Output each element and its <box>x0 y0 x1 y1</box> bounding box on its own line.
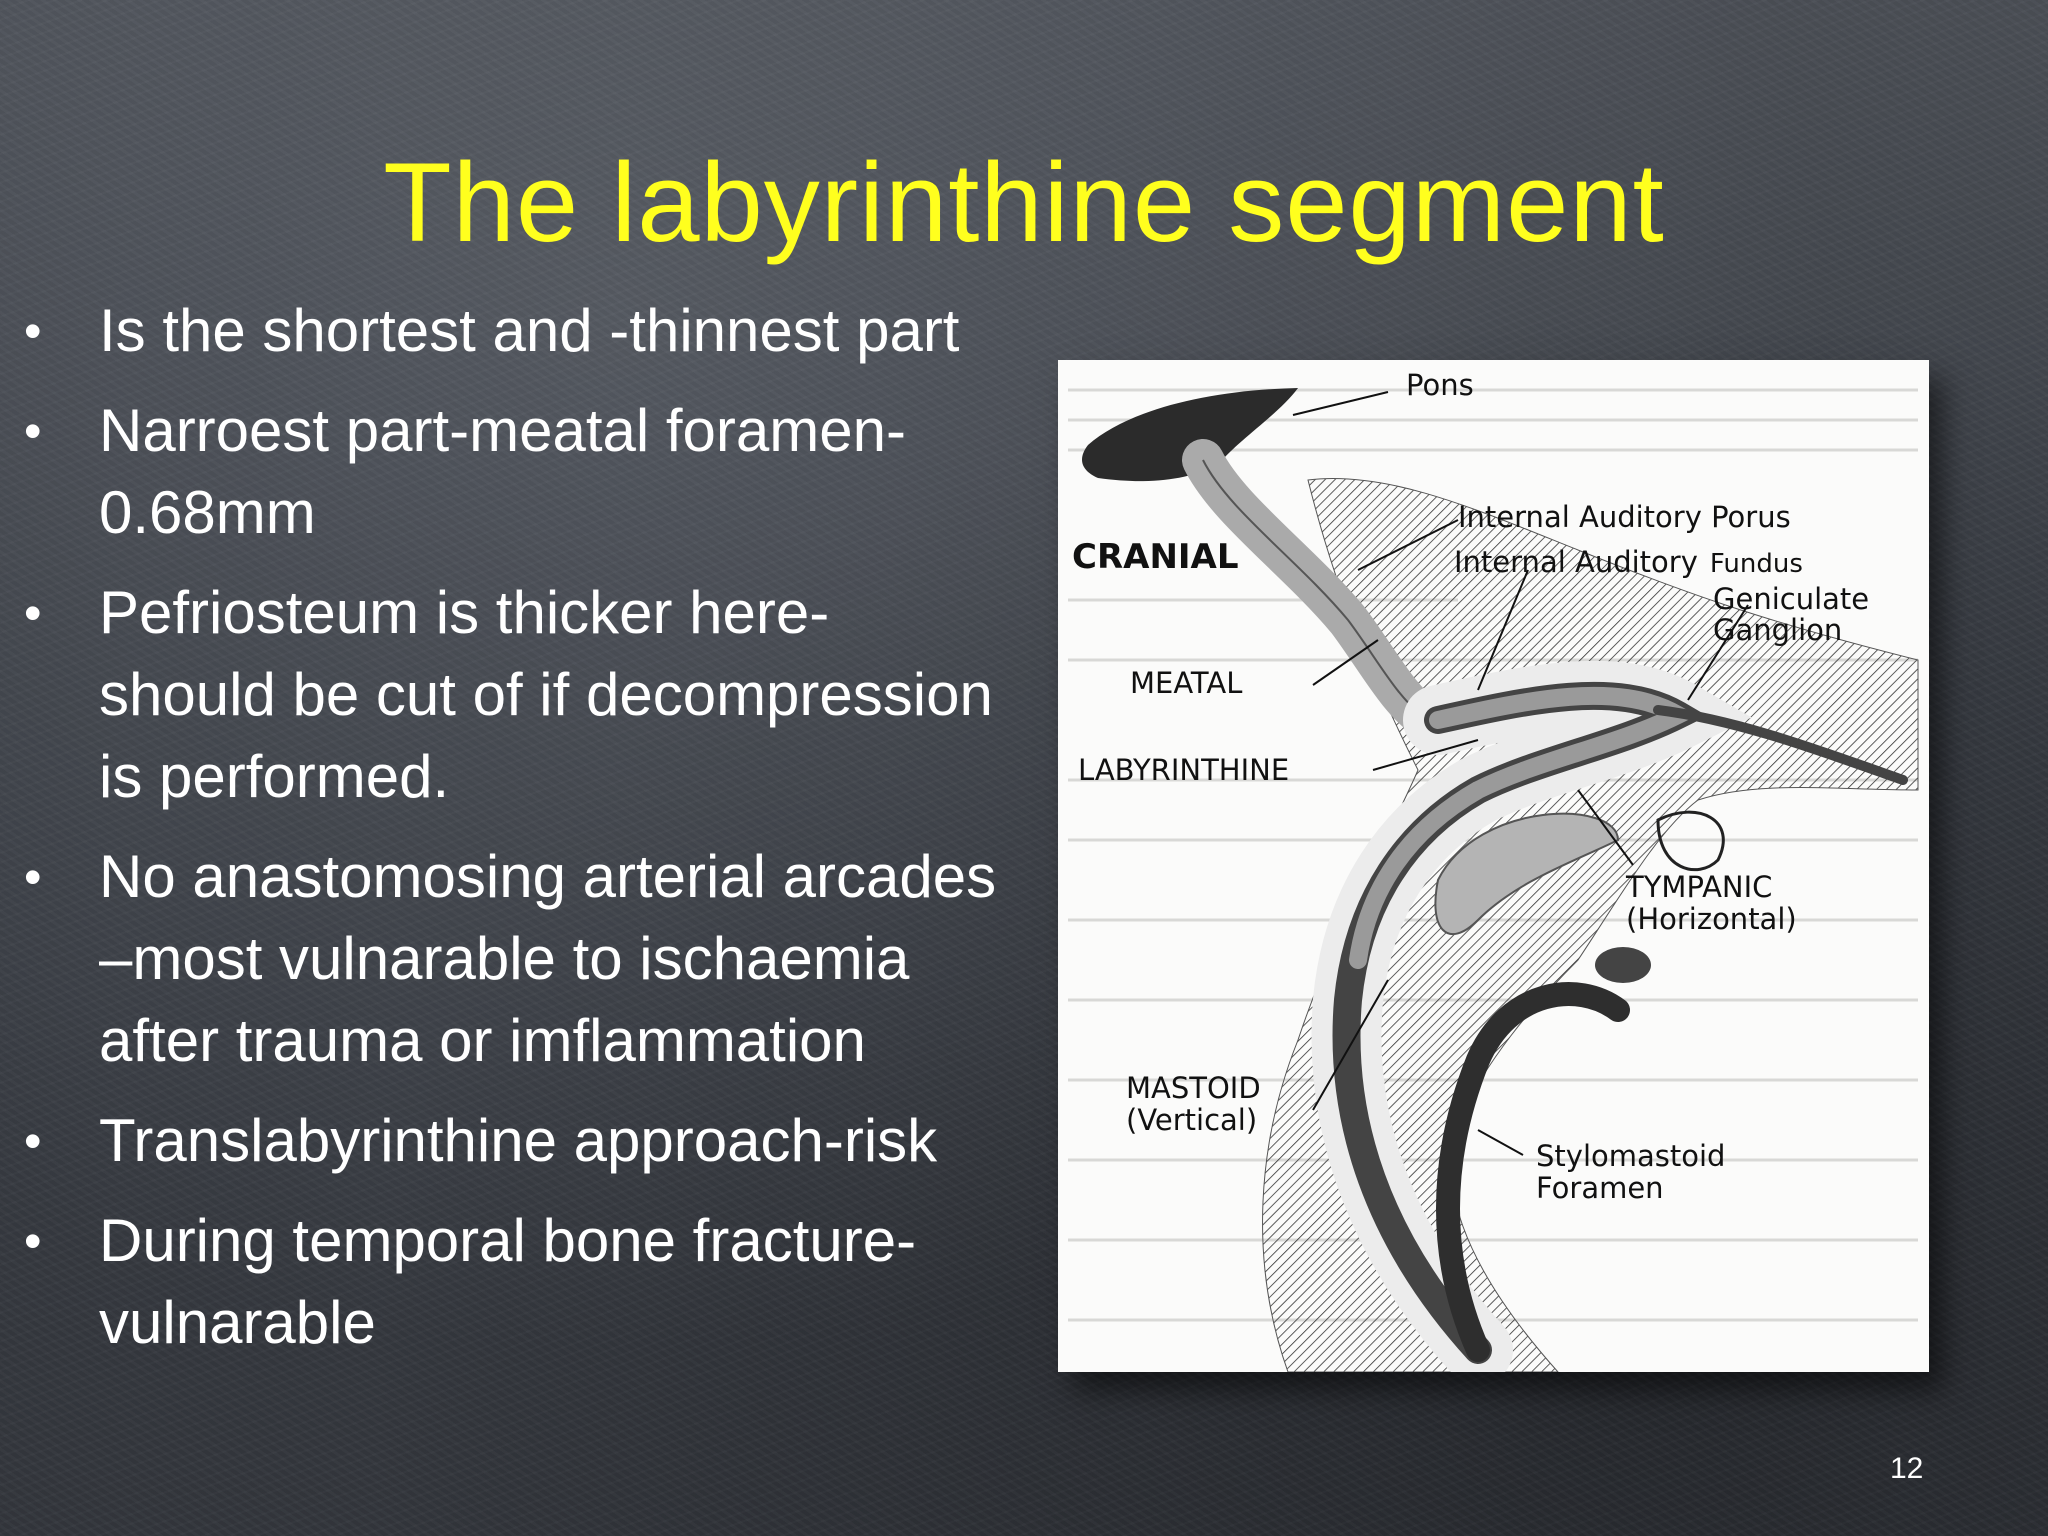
bullet-icon: • <box>24 403 42 459</box>
bullet-text: No anastomosing arterial arcades –most v… <box>99 843 997 1074</box>
bullet-icon: • <box>24 1113 42 1169</box>
label-foramen: Foramen <box>1536 1171 1664 1205</box>
bullet-icon: • <box>24 849 42 905</box>
slide-number: 12 <box>1890 1452 1924 1485</box>
ossicle-shape <box>1656 810 1725 871</box>
diagram-svg: Pons CRANIAL Internal Auditory Porus Int… <box>1068 368 1919 1372</box>
label-cranial: CRANIAL <box>1072 537 1239 577</box>
leader-lines <box>1292 391 1749 1156</box>
label-meatal: MEATAL <box>1130 666 1242 700</box>
chorda-branch <box>1436 982 1630 1362</box>
tympanic-bone-lobe <box>1434 812 1620 936</box>
label-pons: Pons <box>1406 368 1474 402</box>
facial-nerve-diagram: Pons CRANIAL Internal Auditory Porus Int… <box>1058 360 1929 1372</box>
geniculate-branch <box>1653 705 1908 785</box>
bullet-text: During temporal bone fracture-vulnarable <box>99 1207 917 1356</box>
bullet-item: • During temporal bone fracture-vulnarabl… <box>20 1200 1000 1364</box>
label-vertical: (Vertical) <box>1126 1103 1257 1137</box>
label-geniculate: Geniculate <box>1713 582 1869 616</box>
label-tympanic: TYMPANIC <box>1625 870 1772 904</box>
label-stylomastoid: Stylomastoid <box>1536 1139 1725 1173</box>
bullet-text: Translabyrinthine approach-risk <box>99 1107 938 1174</box>
bullet-item: • Translabyrinthine approach-risk <box>20 1100 1000 1182</box>
facial-nerve-highlight <box>1349 686 1697 969</box>
bullet-text: Pefriosteum is thicker here-should be cu… <box>99 579 993 810</box>
bullet-text: Is the shortest and -thinnest part <box>99 297 960 364</box>
label-labyrinthine: LABYRINTHINE <box>1078 753 1289 787</box>
label-internal-auditory-fundus: Internal Auditory Fundus <box>1454 545 1803 579</box>
bullet-list: • Is the shortest and -thinnest part • Nar… <box>20 290 1000 1382</box>
bullet-icon: • <box>24 585 42 641</box>
label-internal-auditory-porus: Internal Auditory Porus <box>1458 500 1791 534</box>
meatal-nerve-outline <box>1202 459 1429 721</box>
label-mastoid: MASTOID <box>1126 1071 1261 1105</box>
bullet-item: • Pefriosteum is thicker here-should be c… <box>20 572 1000 818</box>
label-horizontal: (Horizontal) <box>1626 902 1797 936</box>
round-window <box>1595 947 1651 983</box>
bullet-item: • Is the shortest and -thinnest part <box>20 290 1000 372</box>
bullet-icon: • <box>24 303 42 359</box>
pons-shape <box>1082 388 1298 482</box>
bullet-item: • Narroest part-meatal foramen-0.68mm <box>20 390 1000 554</box>
label-iaf-small: Fundus <box>1710 549 1803 579</box>
label-iaf-main: Internal Auditory <box>1454 545 1698 579</box>
bullet-icon: • <box>24 1213 42 1269</box>
bullet-item: • No anastomosing arterial arcades –most … <box>20 836 1000 1082</box>
bullet-text: Narroest part-meatal foramen-0.68mm <box>99 397 906 546</box>
label-ganglion: Ganglion <box>1713 613 1842 647</box>
slide-title: The labyrinthine segment <box>383 140 1665 265</box>
